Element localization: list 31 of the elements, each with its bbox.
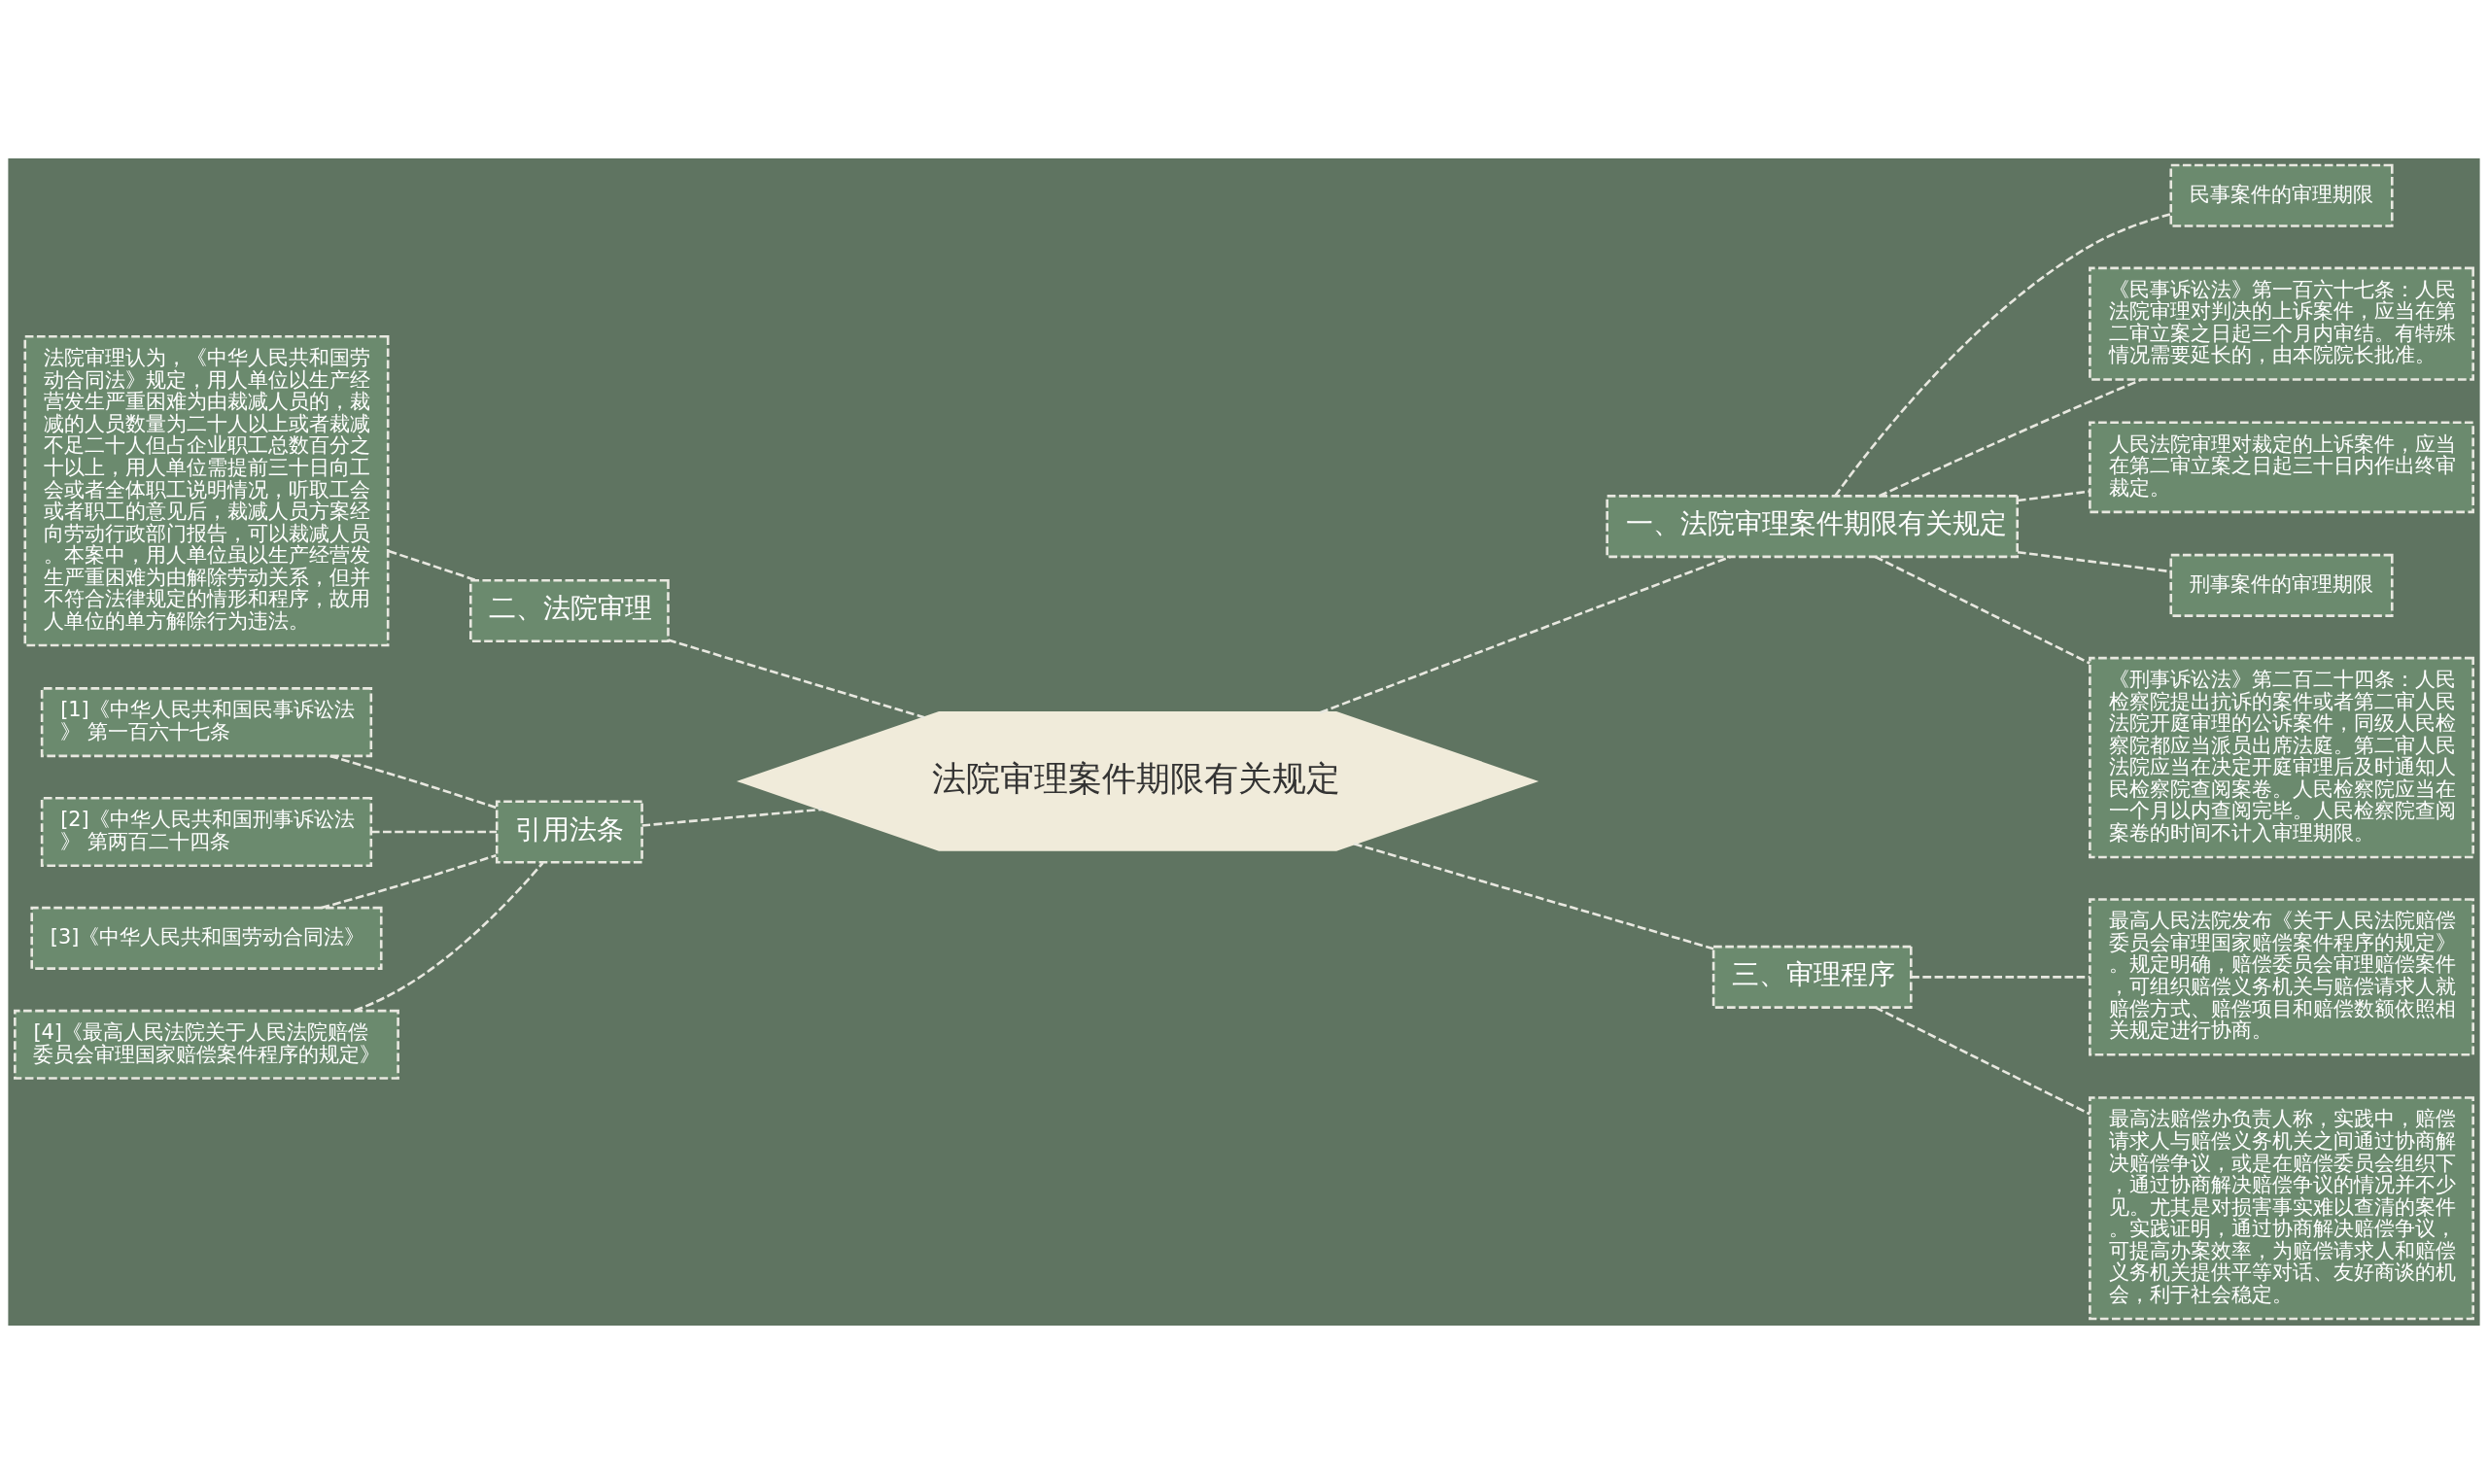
connector: [321, 853, 497, 910]
node-box: 三、审理程序: [1711, 945, 1913, 1009]
node-box: 人民法院审理对裁定的上诉案件，应当在第二审立案之日起三十日内作出终审裁定。: [2089, 421, 2474, 514]
node-box: 法院审理认为，《中华人民共和国劳动合同法》规定，用人单位以生产经营发生严重困难为由裁减人员的，裁减的人员数量为二十人以上或者裁减不足二十人但占企业职工总数百分之十以上，用人单位需提前三十日向工会或者全体职工说明情况，听取工会或者职工的意见后，裁减人员方案经向劳动行政部门报告，可以裁减人员。本案中，用人单位虽以生产经营发生严重困难为由解除劳动关系，但并不符合法律规定的情形和程序，故用人单位的单方解除行为违法。: [23, 334, 390, 647]
node-box: [2]《中华人民共和国刑事诉讼法》 第两百二十四条: [40, 796, 373, 868]
connector: [1353, 843, 1714, 950]
node-box: 二、法院审理: [468, 578, 670, 643]
connector: [1911, 976, 2091, 979]
node-box: 一、法院审理案件期限有关规定: [1606, 495, 2020, 559]
node-box: 最高人民法院发布《关于人民法院赔偿委员会审理国家赔偿案件程序的规定》。规定明确，赔偿委员会审理赔偿案件，可组织赔偿义务机关与赔偿请求人就赔偿方式、赔偿项目和赔偿数额依照相关规定进行协商。: [2089, 898, 2474, 1056]
connector: [329, 754, 497, 810]
node-box: 最高法赔偿办负责人称，实践中，赔偿请求人与赔偿义务机关之间通过协商解决赔偿争议，或是在赔偿委员会组织下，通过协商解决赔偿争议的情况并不少见。尤其是对损害事实难以查清的案件。实践证明，通过协商解决赔偿争议，可提高办案效率，为赔偿请求人和赔偿义务机关提供平等对话、友好商谈的机会，利于社会稳定。: [2089, 1096, 2474, 1321]
node-box: [3]《中华人民共和国劳动合同法》: [30, 906, 383, 970]
connector: [641, 808, 822, 827]
node-box: 民事案件的审理期限: [2169, 163, 2394, 227]
connector: [1834, 212, 2172, 497]
node-box: 刑事案件的审理期限: [2169, 553, 2394, 617]
connector: [370, 830, 497, 834]
node-box: 《民事诉讼法》第一百六十七条：人民法院审理对判决的上诉案件，应当在第二审立案之日起三个月内审结。有特殊情况需要延长的，由本院院长批准。: [2089, 266, 2474, 381]
node-box: [4]《最高人民法院关于人民法院赔偿委员会审理国家赔偿案件程序的规定》: [14, 1009, 399, 1080]
connector: [388, 549, 477, 582]
connector: [354, 861, 544, 1013]
node-box: [1]《中华人民共和国民事诉讼法》 第一百六十七条: [40, 687, 373, 758]
connector: [1319, 555, 1731, 714]
connector: [1875, 1006, 2091, 1116]
node-box: 引用法条: [495, 800, 643, 864]
connector: [668, 638, 925, 719]
connector: [1875, 555, 2091, 665]
connector: [2017, 550, 2171, 573]
connector: [2017, 490, 2091, 502]
node-box: 《刑事诉讼法》第二百二十四条：人民检察院提出抗诉的案件或者第二审人民法院开庭审理的公诉案件，同级人民检察院都应当派员出席法庭。第二审人民法院应当在决定开庭审理后及时通知人民检察院查阅案卷。人民检察院应当在一个月以内查阅完毕。人民检察院查阅案卷的时间不计入审理期限。: [2089, 656, 2474, 859]
